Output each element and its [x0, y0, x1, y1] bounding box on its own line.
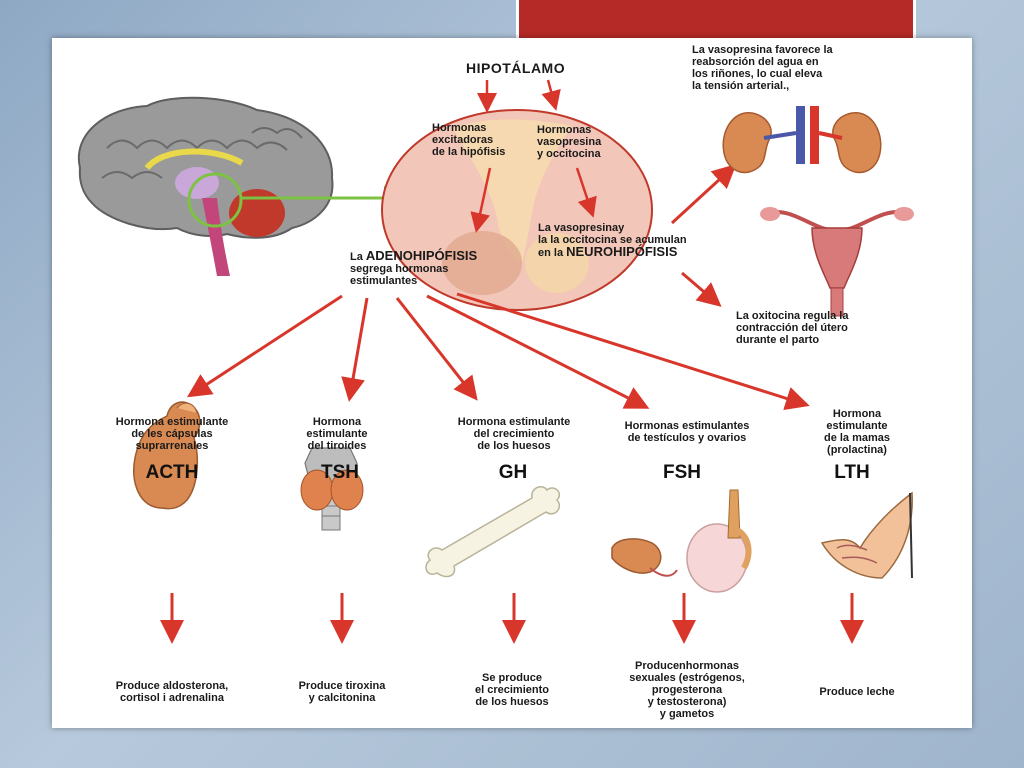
hormone-effect-gh: Se produce el crecimiento de los huesos: [475, 672, 549, 708]
hormone-effect-acth: Produce aldosterona, cortisol i adrenali…: [115, 680, 229, 704]
hormone-effect-lth: Produce leche: [819, 686, 895, 698]
oxytocin-effect-label: La oxitocina regula la contracción del ú…: [736, 310, 849, 346]
adenohypophysis-label: La ADENOHIPÓFISIS segrega hormonas estim…: [350, 248, 478, 287]
neurohypophysis-label: La vasopresinay la la occitocina se acum…: [538, 222, 687, 259]
hormone-name-fsh: Hormonas estimulantes de testículos y ov…: [624, 420, 750, 444]
hypothalamus-title: HIPOTÁLAMO: [466, 60, 566, 76]
breast-icon: [820, 491, 913, 579]
uterus-icon: [760, 207, 914, 317]
neurohypophysis-emph: NEUROHIPÓFISIS: [566, 244, 678, 259]
adrenal-gland-icon: [133, 401, 201, 510]
adeno-prefix: La: [350, 251, 366, 263]
hormone-code-tsh: TSH: [321, 462, 359, 483]
neurohypophysis-text: La vasopresinay la la occitocina se acum…: [538, 222, 687, 259]
title-accent-bar: [516, 0, 916, 40]
hormone-code-fsh: FSH: [663, 462, 701, 483]
bone-icon: [425, 486, 561, 578]
hormone-code-acth: ACTH: [145, 462, 199, 483]
slide-panel: HIPOTÁLAMO Hormonas excitadoras de la hi…: [52, 38, 972, 728]
vasopressin-hormones-label: Hormonas vasopresina y occitocina: [537, 124, 602, 160]
hormone-effect-tsh: Produce tiroxina y calcitonina: [298, 680, 386, 704]
hormone-effect-fsh: Producenhormonas sexuales (estrógenos, p…: [629, 660, 745, 720]
thyroid-icon: [300, 447, 364, 531]
pituitary-circle: [381, 109, 653, 311]
hormone-code-gh: GH: [498, 462, 528, 483]
adeno-emph: ADENOHIPÓFISIS: [365, 248, 478, 263]
hormone-code-lth: LTH: [834, 462, 870, 483]
diagram-artwork: [77, 79, 914, 644]
gonads-icon: [611, 489, 752, 593]
hormone-name-tsh: Hormona estimulante del tiroides: [306, 416, 368, 452]
hormone-name-gh: Hormona estimulante del crecimiento de l…: [457, 416, 571, 452]
brain-icon: [77, 96, 408, 276]
adeno-rest: segrega hormonas estimulantes: [350, 263, 449, 287]
vasopressin-effect-label: La vasopresina favorece la reabsorción d…: [692, 44, 833, 92]
hormone-name-lth: Hormona estimulante de la mamas (prolact…: [823, 408, 891, 456]
hormone-name-acth: Hormona estimulante de les cápsulas supr…: [115, 416, 229, 452]
excitatory-hormones-label: Hormonas excitadoras de la hipófisis: [432, 122, 506, 158]
kidney-icon: [722, 106, 882, 174]
